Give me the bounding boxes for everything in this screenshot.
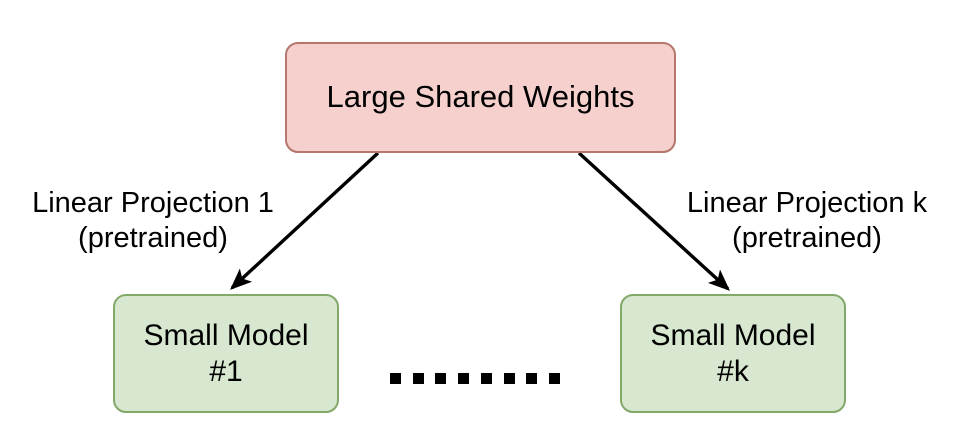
- ellipsis-dot: [526, 372, 538, 384]
- ellipsis-dot: [503, 372, 515, 384]
- ellipsis-dots: [390, 370, 560, 386]
- node-small-model-k[interactable]: Small Model #k: [620, 294, 846, 413]
- ellipsis-dot: [412, 372, 424, 384]
- node-large-shared-weights-label: Large Shared Weights: [326, 79, 635, 115]
- node-large-shared-weights[interactable]: Large Shared Weights: [285, 42, 676, 153]
- ellipsis-dot: [390, 372, 401, 384]
- ellipsis-dot: [435, 372, 447, 384]
- ellipsis-dot: [480, 372, 492, 384]
- edge-label-linear-projection-k: Linear Projection k (pretrained): [686, 187, 928, 254]
- node-small-model-1[interactable]: Small Model #1: [113, 294, 339, 413]
- node-small-model-1-label: Small Model #1: [143, 319, 309, 388]
- node-small-model-k-label: Small Model #k: [650, 319, 816, 388]
- edge-label-linear-projection-1: Linear Projection 1 (pretrained): [32, 187, 274, 254]
- ellipsis-dot: [458, 372, 470, 384]
- ellipsis-dot: [548, 372, 560, 384]
